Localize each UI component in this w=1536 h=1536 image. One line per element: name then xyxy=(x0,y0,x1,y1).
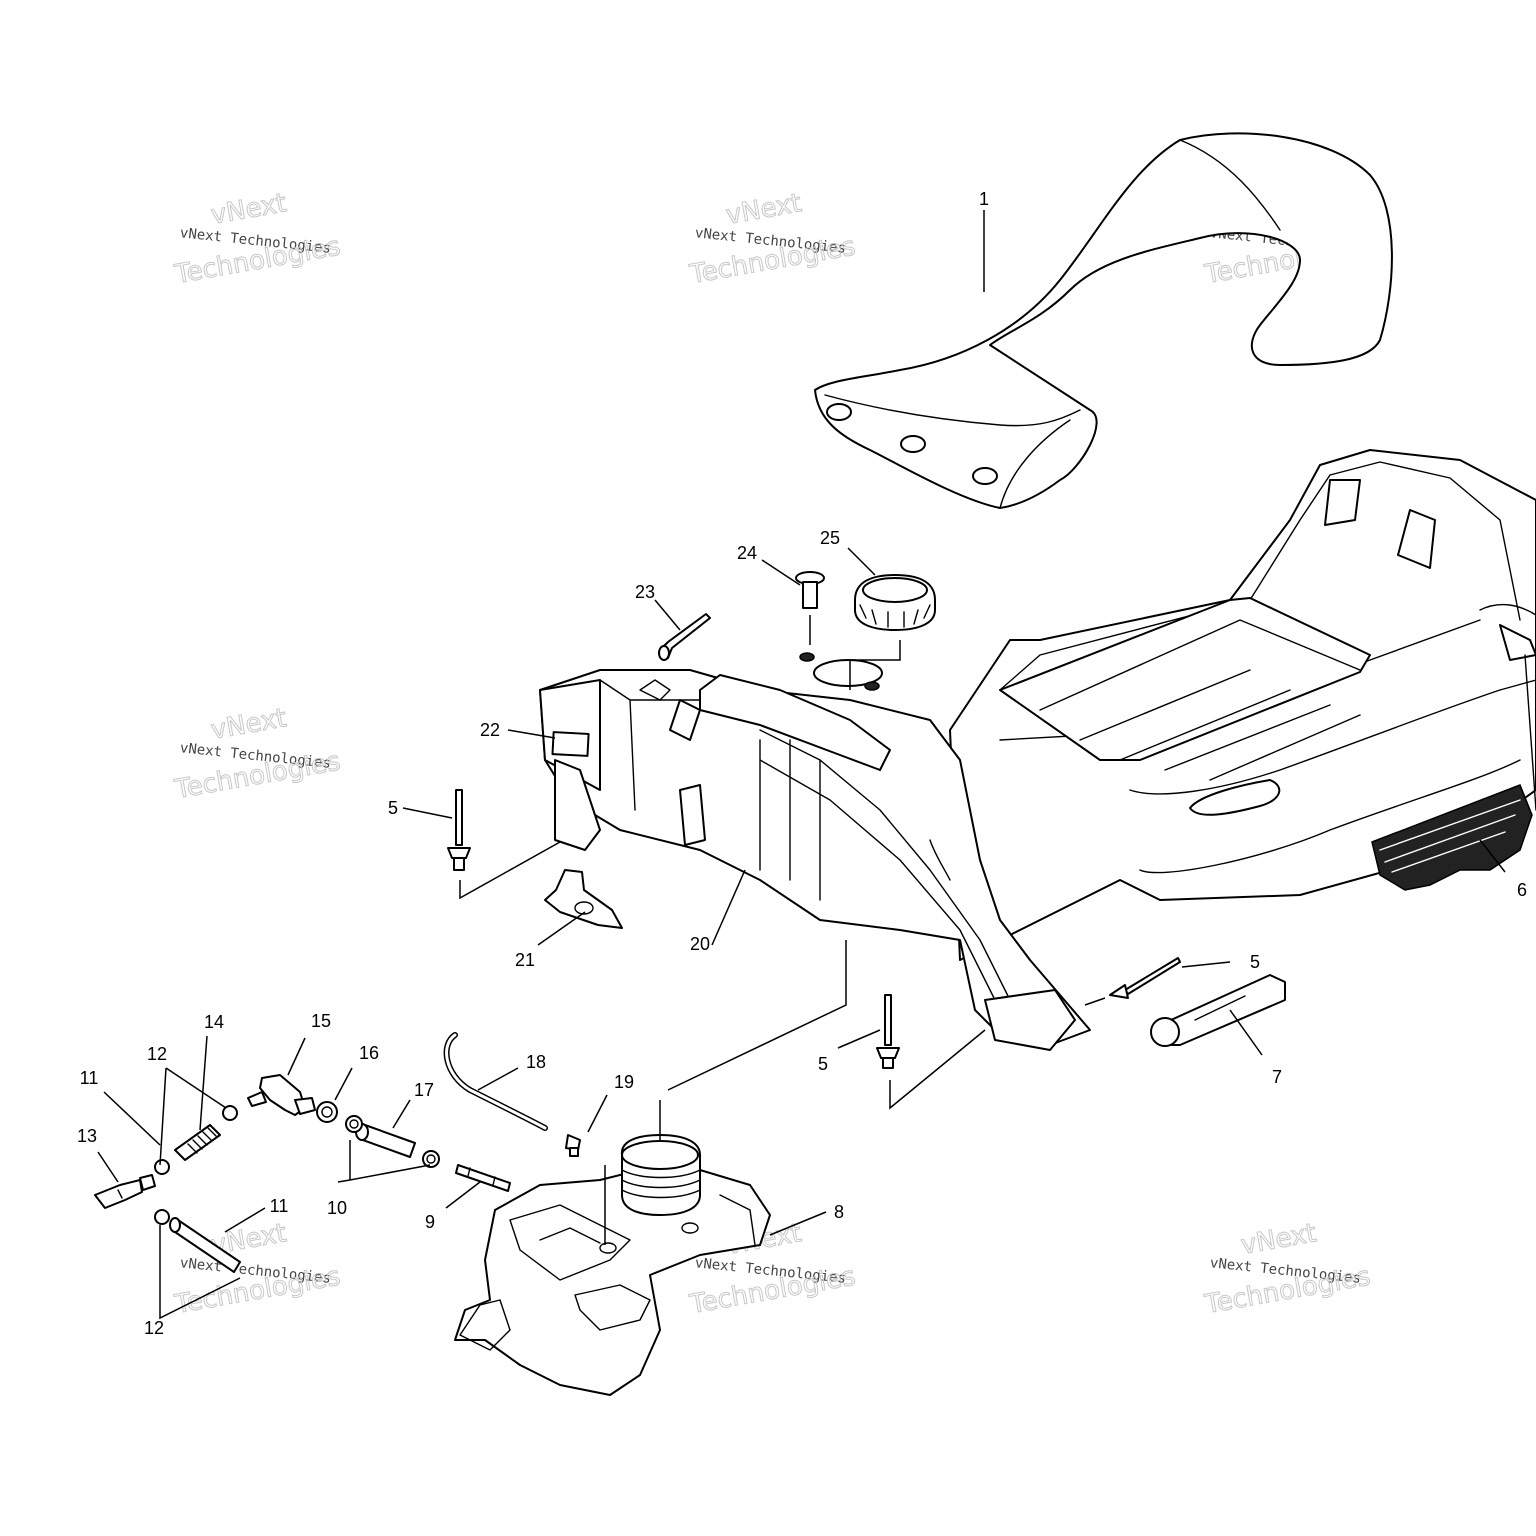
callout-5-right: 5 xyxy=(1250,952,1260,972)
callout-16: 16 xyxy=(359,1043,379,1063)
callout-10: 10 xyxy=(327,1198,347,1218)
callout-5-center: 5 xyxy=(818,1054,828,1074)
callout-11-top: 11 xyxy=(80,1068,99,1088)
callout-21: 21 xyxy=(515,950,535,970)
callout-15: 15 xyxy=(311,1011,331,1031)
grommet xyxy=(345,1115,363,1133)
watermark: vNext vNext Technologies Technologies xyxy=(686,188,858,291)
hose xyxy=(169,1217,241,1273)
callout-17: 17 xyxy=(414,1080,434,1100)
callout-9: 9 xyxy=(425,1212,435,1232)
fuel-tank xyxy=(454,1134,771,1396)
callout-20: 20 xyxy=(690,934,710,954)
watermark-line1: vNext xyxy=(724,188,804,231)
callout-5-left: 5 xyxy=(388,798,398,818)
callout-12-bottom: 12 xyxy=(144,1318,164,1338)
foot-pad xyxy=(1371,784,1533,891)
callout-23: 23 xyxy=(635,582,655,602)
callout-13: 13 xyxy=(77,1126,97,1146)
watermark-line1: vNext xyxy=(1239,1218,1319,1261)
bracket xyxy=(544,869,623,929)
callout-14: 14 xyxy=(204,1012,224,1032)
hose-clamp xyxy=(154,1209,170,1225)
hose-clamp xyxy=(154,1159,170,1175)
callout-25: 25 xyxy=(820,528,840,548)
elbow-fitting xyxy=(247,1074,316,1116)
vent-hose xyxy=(443,1032,548,1131)
watermark: vNext vNext Technologies Technologies xyxy=(1201,1218,1373,1321)
watermark: vNext vNext Technologies Technologies xyxy=(171,188,343,291)
assembly-lines xyxy=(459,615,1106,1245)
callout-11-bottom: 11 xyxy=(270,1196,289,1216)
seat xyxy=(814,132,1393,509)
watermark-line1: vNext xyxy=(209,188,289,231)
rivet xyxy=(658,613,711,661)
callout-18: 18 xyxy=(526,1052,546,1072)
screw xyxy=(795,571,825,609)
pin xyxy=(455,1164,511,1192)
grommet xyxy=(422,1150,440,1168)
handle xyxy=(1150,974,1286,1047)
callout-19: 19 xyxy=(614,1072,634,1092)
tank-cover xyxy=(539,652,1091,1051)
callout-1: 1 xyxy=(979,189,989,209)
callout-24: 24 xyxy=(737,543,757,563)
valve xyxy=(94,1174,156,1209)
callout-22: 22 xyxy=(480,720,500,740)
spring-hose xyxy=(174,1124,221,1161)
fuel-cap xyxy=(854,574,936,631)
rivet-right xyxy=(1109,957,1181,999)
callout-7: 7 xyxy=(1272,1067,1282,1087)
rivet-left xyxy=(447,789,471,871)
hose-clamp xyxy=(222,1105,238,1121)
tube xyxy=(355,1123,416,1158)
watermark: vNext vNext Technologies Technologies xyxy=(171,703,343,806)
callout-12-top: 12 xyxy=(147,1044,167,1064)
callout-6: 6 xyxy=(1517,880,1527,900)
callout-labels: 1 5 5 5 6 7 8 9 10 11 11 12 12 13 14 15 … xyxy=(77,189,1527,1338)
callout-leaders xyxy=(97,210,1506,1320)
watermark-line1: vNext xyxy=(209,703,289,746)
grommet-large xyxy=(316,1101,338,1123)
rear-body-assembly xyxy=(949,449,1536,961)
callout-8: 8 xyxy=(834,1202,844,1222)
rivet-center xyxy=(876,994,900,1069)
clamp xyxy=(565,1134,581,1157)
